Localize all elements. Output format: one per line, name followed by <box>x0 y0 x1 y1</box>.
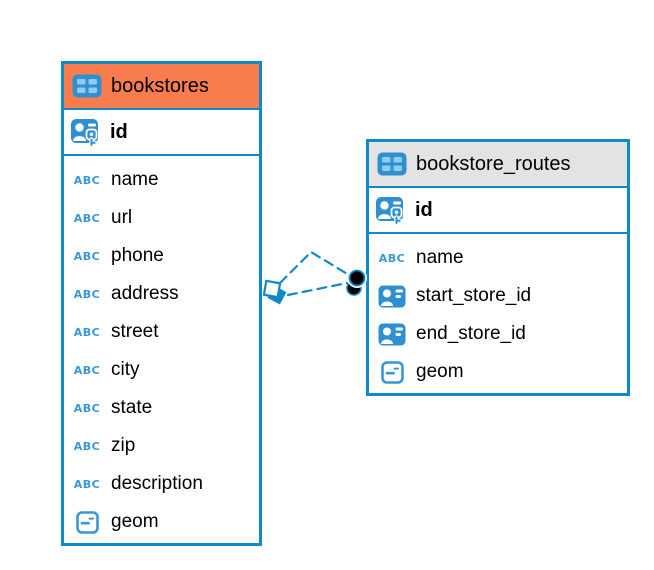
field-name: geom <box>416 361 464 382</box>
table-icon <box>376 152 408 176</box>
table-name: bookstores <box>111 74 209 97</box>
field-name: description <box>111 473 203 494</box>
field-row[interactable]: ABC url <box>64 199 259 237</box>
text-type-icon: ABC <box>73 363 101 377</box>
text-type-icon: ABC <box>73 287 101 301</box>
field-name: name <box>111 169 159 190</box>
table-bookstores-header[interactable]: bookstores <box>64 64 259 110</box>
table-icon <box>71 74 103 98</box>
primary-key-icon <box>70 118 102 147</box>
text-type-icon: ABC <box>73 249 101 263</box>
geometry-type-icon <box>376 360 408 384</box>
text-type-icon: ABC <box>73 211 101 225</box>
field-name: id <box>110 120 128 143</box>
field-row[interactable]: ABC city <box>64 351 259 389</box>
field-row[interactable]: ABC address <box>64 275 259 313</box>
reference-id-icon <box>376 323 408 346</box>
relationship-line-1[interactable] <box>278 250 351 285</box>
field-row[interactable]: ABC state <box>64 389 259 427</box>
field-row[interactable]: ABC phone <box>64 237 259 275</box>
field-row-pk[interactable]: id <box>369 188 627 234</box>
table-name: bookstore_routes <box>416 152 571 175</box>
field-row[interactable]: ABC zip <box>64 427 259 465</box>
field-name: city <box>111 359 140 380</box>
text-type-icon: ABC <box>73 439 101 453</box>
field-row[interactable]: ABC name <box>369 239 627 277</box>
field-row[interactable]: start_store_id <box>369 277 627 315</box>
table-bookstores[interactable]: bookstores id <box>61 61 262 546</box>
field-list: ABC name start_store_id <box>369 234 627 393</box>
field-name: name <box>416 247 464 268</box>
text-type-icon: ABC <box>73 401 101 415</box>
text-type-icon: ABC <box>73 325 101 339</box>
field-name: geom <box>111 511 159 532</box>
reference-id-icon <box>376 285 408 308</box>
field-name: state <box>111 397 153 418</box>
field-row[interactable]: end_store_id <box>369 315 627 353</box>
table-bookstore-routes-header[interactable]: bookstore_routes <box>369 142 627 188</box>
field-row[interactable]: ABC description <box>64 465 259 503</box>
field-name: phone <box>111 245 164 266</box>
field-name: start_store_id <box>416 285 532 306</box>
field-row[interactable]: ABC street <box>64 313 259 351</box>
primary-key-icon <box>375 196 407 225</box>
field-row[interactable]: geom <box>64 503 259 541</box>
geometry-type-icon <box>71 510 103 534</box>
relationship-line-2[interactable] <box>286 281 349 297</box>
field-list: ABC name ABC url ABC phone ABC address A… <box>64 156 259 543</box>
field-row-pk[interactable]: id <box>64 110 259 156</box>
text-type-icon: ABC <box>73 477 101 491</box>
dot-marker[interactable] <box>346 268 367 296</box>
field-name: id <box>415 198 433 221</box>
field-name: end_store_id <box>416 323 526 344</box>
field-name: zip <box>111 435 136 456</box>
field-row[interactable]: geom <box>369 353 627 391</box>
field-name: street <box>111 321 159 342</box>
text-type-icon: ABC <box>378 251 406 265</box>
field-name: url <box>111 207 133 228</box>
diamond-marker[interactable] <box>262 279 287 305</box>
table-bookstore-routes[interactable]: bookstore_routes id <box>366 139 630 396</box>
text-type-icon: ABC <box>73 173 101 187</box>
field-name: address <box>111 283 179 304</box>
field-row[interactable]: ABC name <box>64 161 259 199</box>
